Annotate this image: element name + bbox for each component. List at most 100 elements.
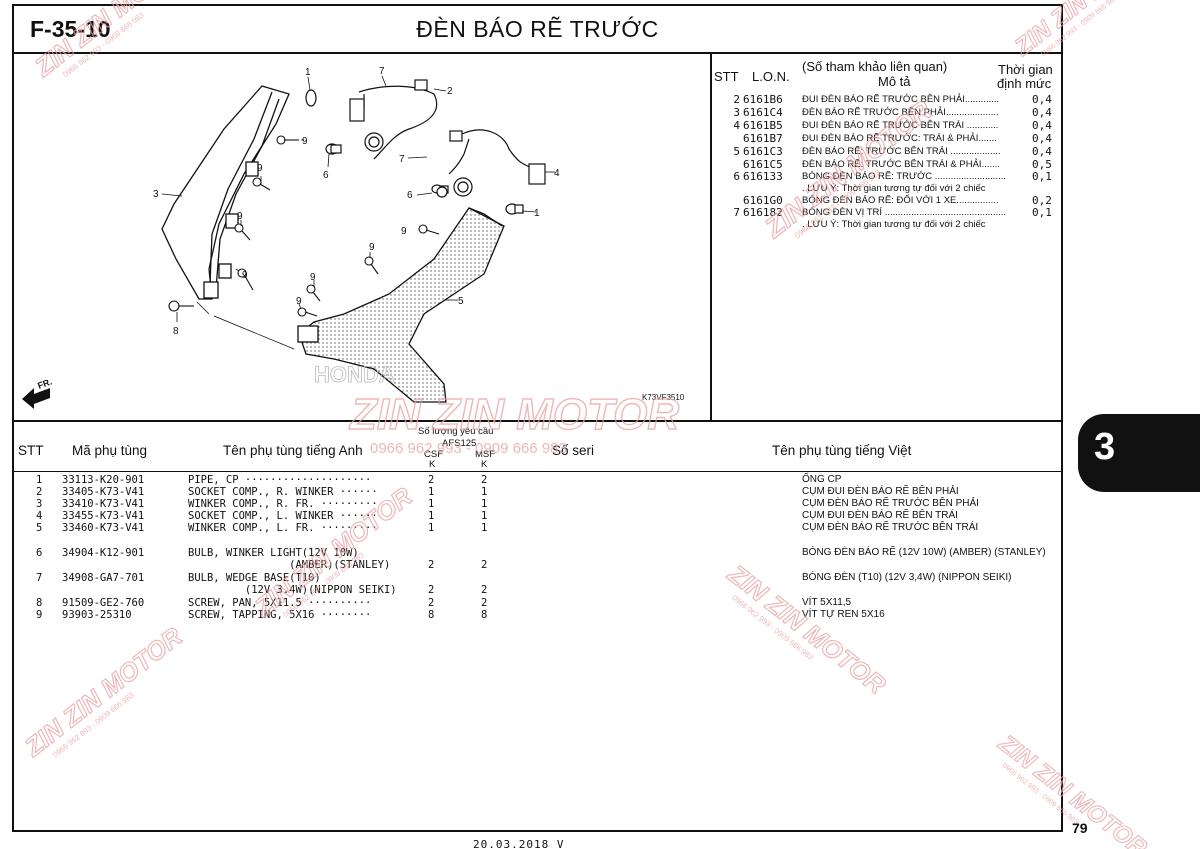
parts-row-cell: BÓNG ĐÈN (T10) (12V 3,4W) (NIPPON SEIKI) <box>14 572 1061 584</box>
parts-row-cell: 2 <box>14 597 1061 609</box>
front-arrow-icon <box>22 388 50 409</box>
callout-9h: 9 <box>296 296 302 307</box>
part-qty-msf: 2 <box>481 597 488 609</box>
ref-lon: 6161G0 <box>743 194 783 207</box>
page-title: ĐÈN BÁO RẼ TRƯỚC <box>416 16 659 42</box>
callout-2: 2 <box>447 86 453 97</box>
parts-row-cell: ỐNG CP <box>14 474 1061 486</box>
part-qty-csf: 1 <box>428 510 435 522</box>
parts-row-cell: BULB, WINKER LIGHT(12V 10W) <box>14 547 1061 559</box>
part-qty-msf: 2 <box>481 584 488 596</box>
part-number: 33410-K73-V41 <box>62 498 145 510</box>
parts-row-cell: 2 <box>14 474 1061 486</box>
exploded-diagram: HONDA 1 7 2 9 3 6 7 4 9 6 1 9 9 5 9 <box>14 54 712 420</box>
parts-row-cell: 34908-GA7-701 <box>14 572 1061 584</box>
part-name-en: WINKER COMP., L. FR. ········· <box>188 522 378 534</box>
screws <box>168 135 440 317</box>
ref-header-lon: L.O.N. <box>752 69 790 84</box>
part-number: 33460-K73-V41 <box>62 522 145 534</box>
ref-time: 0,4 <box>1032 106 1052 119</box>
part-name-en: SOCKET COMP., L. WINKER ······ <box>188 510 378 522</box>
callout-1b: 1 <box>534 208 540 219</box>
ref-desc: BÓNG ĐÈN VỊ TRÍ ........................… <box>802 207 1007 218</box>
col-csf-k: K <box>429 459 436 470</box>
parts-row-cell: 2 <box>14 597 1061 609</box>
part-name-en: WINKER COMP., R. FR. ········· <box>188 498 378 510</box>
ref-stt: 6 <box>733 170 740 183</box>
callout-5: 5 <box>458 296 464 307</box>
part-qty-msf: 1 <box>481 522 488 534</box>
ref-desc: . LƯU Ý: Thời gian tương tự đối với 2 ch… <box>802 183 986 194</box>
part-name-en: SOCKET COMP., R. WINKER ······ <box>188 486 378 498</box>
part-stt: 4 <box>36 510 43 522</box>
parts-row-cell: 6 <box>14 547 1061 559</box>
ref-header-desc-top: (Số tham khảo liên quan) <box>802 59 948 74</box>
ref-time: 0,5 <box>1032 158 1052 171</box>
callout-9b: 9 <box>257 163 263 174</box>
parts-row-cell: CỤM ĐUI ĐÈN BÁO RẼ BÊN PHẢI <box>14 486 1061 498</box>
part-qty-csf: 2 <box>428 597 435 609</box>
ref-desc: ĐUI ĐÈN BÁO RẼ TRƯỚC BÊN TRÁI ..........… <box>802 120 999 131</box>
callout-8: 8 <box>173 326 179 337</box>
parts-row-cell: CỤM ĐÈN BÁO RẼ TRƯỚC BÊN TRÁI <box>14 522 1061 534</box>
col-csf: CSF <box>424 449 443 460</box>
callout-1: 1 <box>305 67 311 78</box>
callout-labels: 1 7 2 9 3 6 7 4 9 6 1 9 9 5 9 9 9 9 8 <box>153 66 560 337</box>
labor-time-table: STT L.O.N. (Số tham khảo liên quan) Mô t… <box>712 54 1061 420</box>
col-model: AFS125 <box>442 438 477 449</box>
part-name-vn: CỤM ĐÈN BÁO RẼ TRƯỚC BÊN PHẢI <box>802 498 979 509</box>
part-qty-msf: 1 <box>481 486 488 498</box>
part-name-en: SCREW, PAN, 5X11.5 ·········· <box>188 597 372 609</box>
parts-row-cell: SOCKET COMP., L. WINKER ······ <box>14 510 1061 522</box>
part-qty-csf: 1 <box>428 498 435 510</box>
parts-row-cell: 1 <box>14 510 1061 522</box>
ref-time: 0,4 <box>1032 93 1052 106</box>
part-name-vn: VÍT 5X11,5 <box>802 597 852 608</box>
parts-row-cell: (12V 3.4W)(NIPPON SEIKI) <box>14 584 1061 596</box>
ref-header-desc: Mô tả <box>878 74 911 89</box>
parts-table-header: STT Mã phụ tùng Tên phụ tùng tiếng Anh S… <box>14 420 1061 472</box>
part-name-en-cont: (AMBER)(STANLEY) <box>188 559 391 571</box>
footer-date: 20.03.2018 V <box>473 838 565 849</box>
parts-row-cell: 34904-K12-901 <box>14 547 1061 559</box>
part-stt: 1 <box>36 474 43 486</box>
ref-lon: 6161C4 <box>743 106 783 119</box>
ref-stt: 7 <box>733 206 740 219</box>
part-number: 34908-GA7-701 <box>62 572 145 584</box>
ref-desc: ĐÈN BÁO RẼ TRƯỚC BÊN PHẢI...............… <box>802 107 999 118</box>
col-stt: STT <box>18 443 44 458</box>
part-qty-csf: 1 <box>428 486 435 498</box>
left-winker-lens <box>297 207 505 403</box>
ref-time: 0,1 <box>1032 170 1052 183</box>
part-qty-msf: 8 <box>481 609 488 621</box>
ref-time: 0,2 <box>1032 194 1052 207</box>
part-name-vn: CỤM ĐUI ĐÈN BÁO RẼ BÊN TRÁI <box>802 510 958 521</box>
lens-logo-text: HONDA <box>314 362 395 387</box>
parts-row-cell: 91509-GE2-760 <box>14 597 1061 609</box>
part-name-en: BULB, WEDGE BASE(T10) <box>188 572 321 584</box>
parts-row-cell: 2 <box>14 474 1061 486</box>
callout-6b: 6 <box>407 190 413 201</box>
parts-row-cell: VÍT 5X11,5 <box>14 597 1061 609</box>
callout-9c: 9 <box>237 211 243 222</box>
parts-row-cell: 2 <box>14 559 1061 571</box>
ref-stt: 5 <box>733 145 740 158</box>
parts-row-cell: 8 <box>14 597 1061 609</box>
part-number: 33405-K73-V41 <box>62 486 145 498</box>
parts-row-cell: 33113-K20-901 <box>14 474 1061 486</box>
ref-lon: 6161C5 <box>743 158 783 171</box>
parts-row-cell: 9 <box>14 609 1061 621</box>
part-name-vn: ỐNG CP <box>802 474 842 485</box>
ref-stt: 4 <box>733 119 740 132</box>
part-number: 34904-K12-901 <box>62 547 145 559</box>
parts-row-cell: BULB, WEDGE BASE(T10) <box>14 572 1061 584</box>
ref-time: 0,4 <box>1032 119 1052 132</box>
part-name-en: SCREW, TAPPING, 5X16 ········ <box>188 609 372 621</box>
